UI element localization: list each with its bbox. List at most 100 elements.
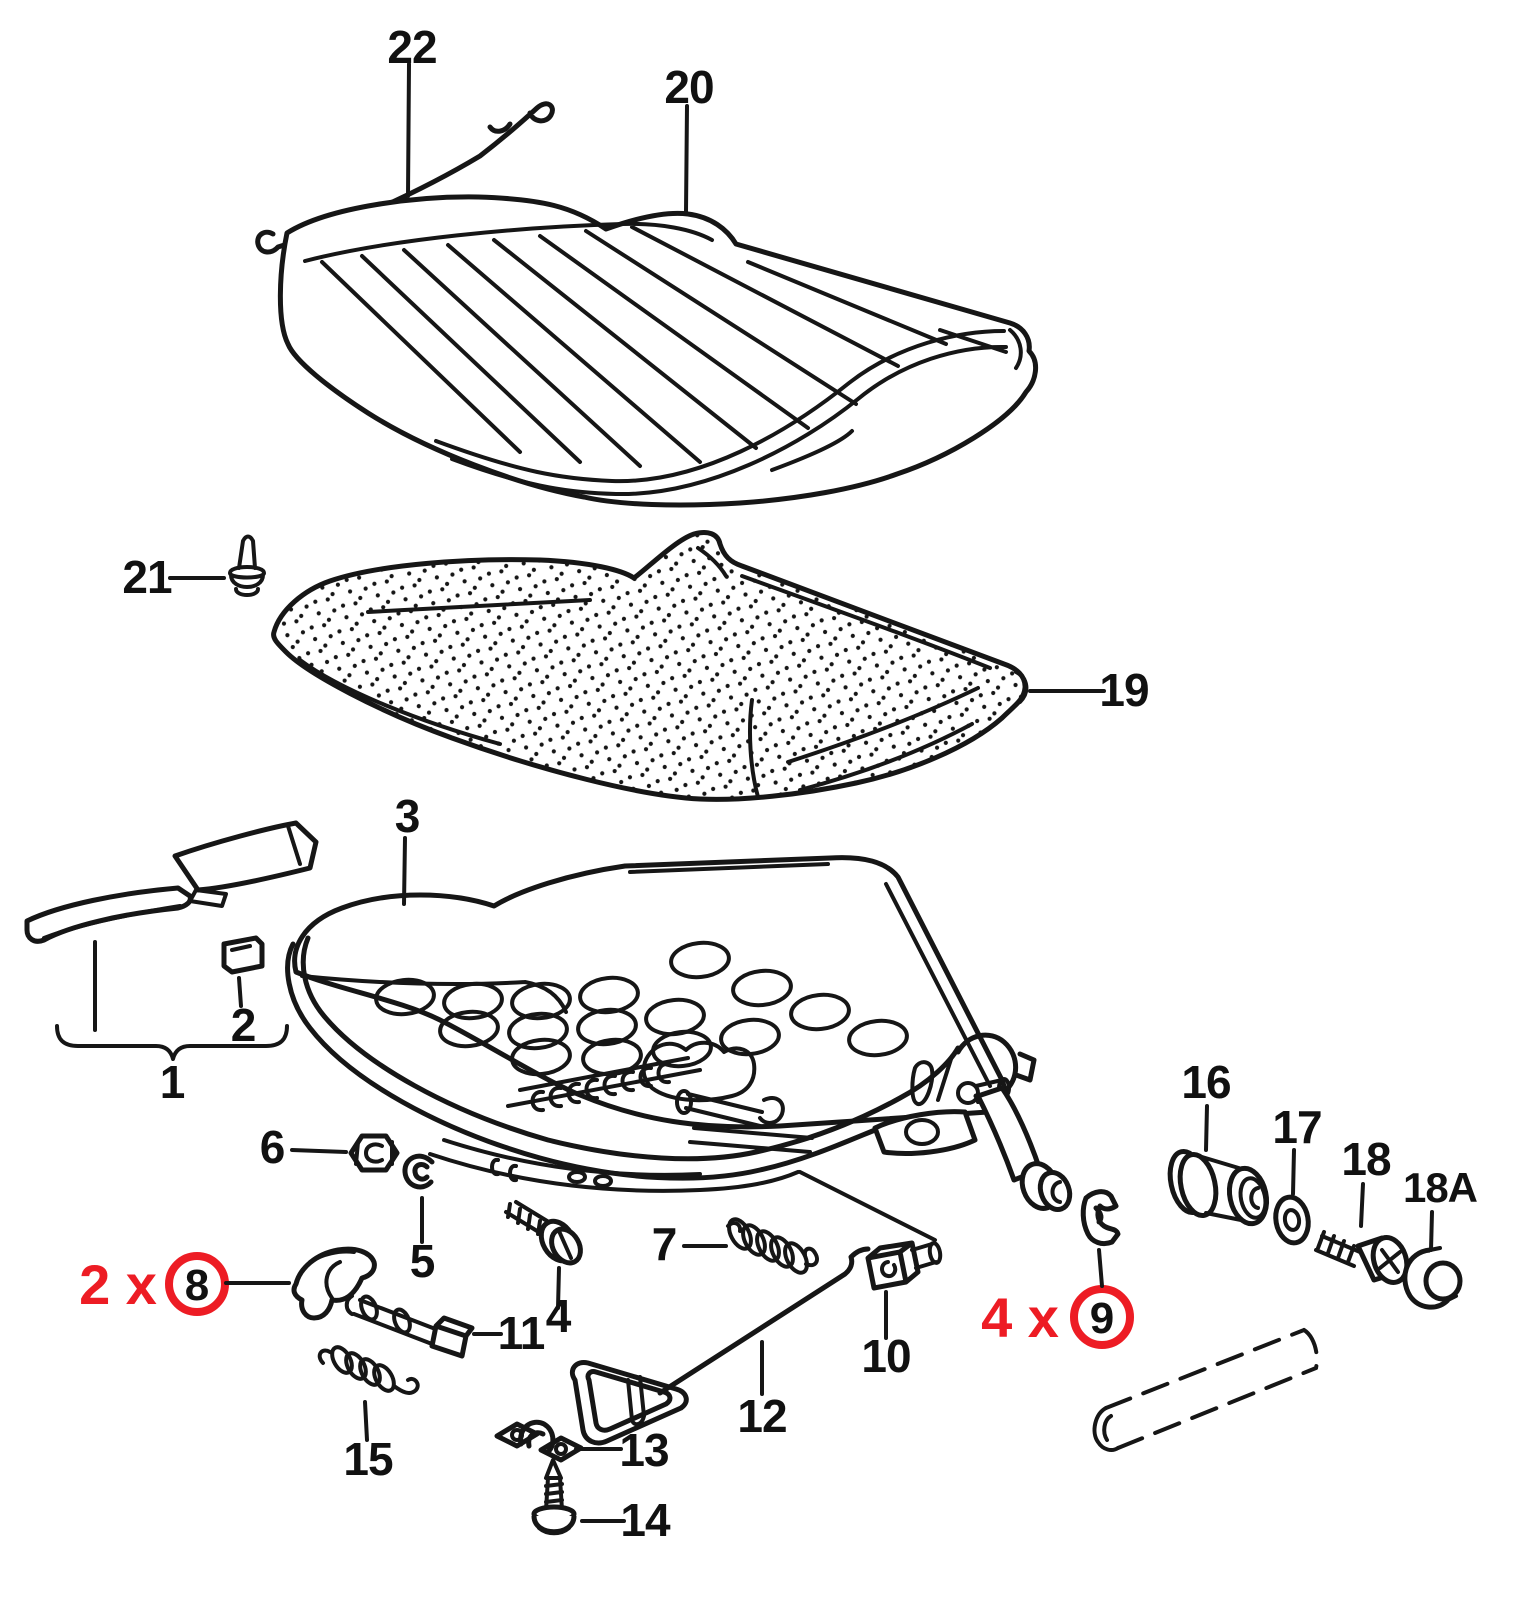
part-label-4: 4 xyxy=(546,1290,572,1342)
nut-body xyxy=(348,1133,400,1173)
nut-bore xyxy=(354,1140,394,1166)
ring-drawing xyxy=(402,1153,435,1190)
part-label-16: 16 xyxy=(1181,1056,1230,1108)
qty-right-part-number: 9 xyxy=(1090,1294,1114,1343)
screw-shaft xyxy=(504,1200,554,1236)
tube-open-end xyxy=(1092,1406,1120,1452)
part-number-labels: 22 20 21 19 3 1 2 6 5 4 7 11 15 12 13 14… xyxy=(122,21,1478,1546)
foam-stipple-texture xyxy=(273,532,1026,800)
group-brace xyxy=(55,1024,289,1061)
mechanism-spindle-end xyxy=(675,1089,693,1115)
part-label-13: 13 xyxy=(619,1424,668,1476)
part-label-5: 5 xyxy=(410,1235,435,1287)
part-12-actuating-rod xyxy=(569,1246,871,1446)
pan-hole xyxy=(847,1018,909,1058)
leader-line-22 xyxy=(406,62,411,198)
flange xyxy=(1177,1151,1219,1219)
part-label-14: 14 xyxy=(620,1494,671,1546)
part-18a-plug xyxy=(1402,1246,1463,1310)
stub-end xyxy=(927,1241,943,1265)
cap-bottom xyxy=(537,1526,571,1536)
qty-left-count: 2 x xyxy=(79,1253,157,1316)
part-label-20: 20 xyxy=(664,61,713,113)
coil xyxy=(727,1217,753,1251)
pan-hole xyxy=(507,1011,569,1051)
frame-bracket-plate xyxy=(872,1109,978,1156)
washer-inner xyxy=(1282,1208,1302,1232)
spring-hooks xyxy=(317,1348,420,1395)
part-15-tension-spring xyxy=(317,1345,420,1395)
part-label-7: 7 xyxy=(652,1218,677,1270)
rod-drawing xyxy=(657,1246,871,1396)
leader-line-18a xyxy=(1429,1210,1434,1252)
clamp-flanges xyxy=(494,1421,584,1463)
bore xyxy=(1249,1186,1260,1210)
flange-hole xyxy=(554,1442,568,1456)
leader-line-9 xyxy=(1097,1248,1104,1288)
coil xyxy=(769,1235,795,1269)
coil xyxy=(755,1229,781,1263)
part-label-11: 11 xyxy=(498,1307,545,1359)
wire-drawing xyxy=(255,101,555,255)
leader-line-10 xyxy=(798,1170,937,1340)
cover-details xyxy=(303,221,1023,497)
part-label-10: 10 xyxy=(861,1330,910,1382)
leader-line-4 xyxy=(556,1266,561,1310)
coil xyxy=(783,1241,809,1275)
part-1-trim-pieces xyxy=(24,820,319,1061)
tube-dashed-lines xyxy=(1104,1328,1319,1450)
leader-line-15 xyxy=(363,1400,369,1442)
leader-line-17 xyxy=(1291,1148,1296,1196)
pan-hole xyxy=(374,977,436,1017)
rail-hole xyxy=(593,1174,613,1188)
qty-annotation-right: 4 x 9 xyxy=(981,1248,1134,1349)
pan-hole xyxy=(510,1037,572,1077)
clip-drawing xyxy=(1080,1189,1121,1247)
rod-guide-loop xyxy=(569,1359,689,1446)
part-13-clamp-bracket xyxy=(494,1419,584,1463)
part-label-12: 12 xyxy=(737,1390,786,1442)
pin-collar xyxy=(392,1307,412,1335)
part-5-retaining-ring xyxy=(402,1153,435,1190)
qty-right-count: 4 x xyxy=(981,1286,1059,1349)
part-label-17: 17 xyxy=(1272,1101,1321,1153)
plug-dome xyxy=(1423,1260,1463,1302)
clip-body xyxy=(221,935,265,975)
part-11-pivot-pin xyxy=(344,1294,475,1359)
bracket-hole xyxy=(904,1118,940,1146)
frame-center-mechanism xyxy=(641,1040,785,1128)
qty-right-circle xyxy=(1070,1285,1134,1349)
pan-hole xyxy=(731,968,793,1008)
leader-line-3 xyxy=(402,836,407,906)
part-10-square-nut xyxy=(865,1240,943,1291)
rail-hole xyxy=(567,1170,587,1184)
part-16-roller-bushing xyxy=(1167,1148,1270,1227)
part-label-18a: 18A xyxy=(1403,1164,1478,1211)
pin-head xyxy=(429,1315,475,1359)
screw-tip-shaft xyxy=(544,1458,564,1512)
pan-hole xyxy=(442,981,504,1021)
end-ring xyxy=(1238,1176,1268,1220)
leader-lines xyxy=(168,62,1434,1523)
clip-slot xyxy=(230,944,252,952)
pan-hole xyxy=(510,981,572,1021)
clip-drawing xyxy=(228,534,266,597)
part-14-screw xyxy=(531,1458,577,1536)
qty-left-part-number: 8 xyxy=(185,1261,209,1310)
rod-u-bend xyxy=(626,1375,646,1427)
frame-lower-rail xyxy=(428,1126,814,1193)
lever-roller-face xyxy=(1037,1170,1073,1212)
handle-details xyxy=(308,1249,356,1300)
pan-hole xyxy=(669,940,731,980)
leader-line-16 xyxy=(1204,1104,1209,1152)
washer-outer xyxy=(1273,1194,1311,1246)
foam-details xyxy=(298,546,1029,799)
clamp-saddle xyxy=(518,1419,556,1455)
corner-stud xyxy=(956,1081,980,1105)
part-21-clip xyxy=(228,534,266,597)
part-label-21: 21 xyxy=(122,551,172,603)
part-label-1: 1 xyxy=(160,1056,185,1108)
part-3-seat-pan-frame xyxy=(285,855,1073,1212)
part-19-foam-pad xyxy=(271,529,1029,802)
